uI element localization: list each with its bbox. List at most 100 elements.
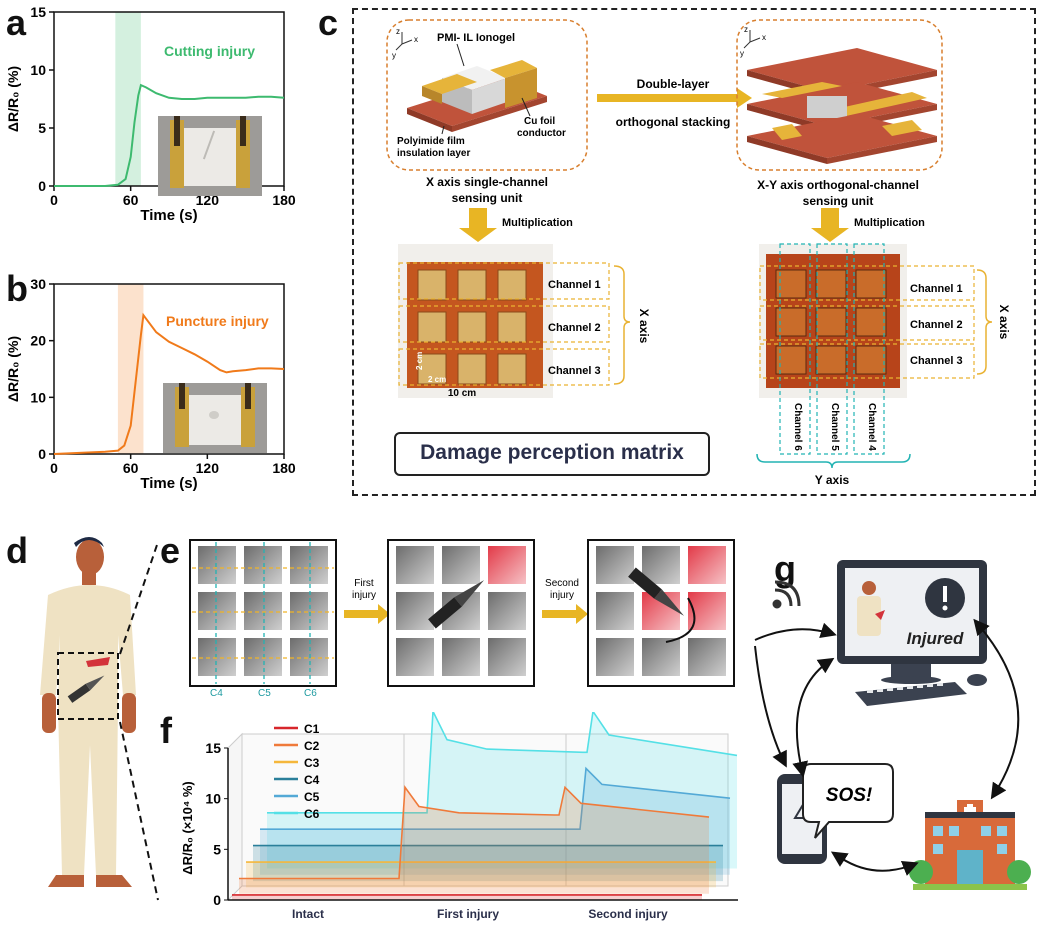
right-channel-1: Channel 1 (910, 283, 963, 295)
multiplication-arrow-left (459, 208, 497, 242)
sensor-cell (775, 269, 807, 299)
top-polyimide (747, 48, 937, 92)
y-axis-label: Y axis (815, 473, 850, 487)
sensor-cell (642, 638, 680, 676)
slash-path-arrow (665, 597, 696, 643)
sensor-cell (596, 638, 634, 676)
x-axis-title: Time (s) (140, 475, 197, 492)
sensor-cell (290, 638, 328, 676)
e-c5: C5 (258, 688, 271, 698)
sensor-cell (417, 353, 447, 385)
mult-label-left: Multiplication (502, 217, 573, 229)
x-tick-label: 120 (196, 460, 220, 476)
series-line-c5 (260, 766, 731, 830)
left-10cm-horizontal: 10 cm (448, 388, 476, 399)
right-channel-3: Channel 3 (910, 355, 963, 367)
sensor-cell (244, 592, 282, 630)
x-tick-label: 180 (272, 460, 296, 476)
injury-type-label: Puncture injury (166, 313, 269, 329)
hospital-icon (909, 800, 1031, 890)
stacking-arrow (597, 88, 752, 108)
first-injury-label-2: injury (352, 590, 376, 601)
x-tick-label: 0 (50, 192, 58, 208)
stack-label-2: orthogonal stacking (616, 115, 731, 129)
zoom-box (57, 652, 119, 720)
response-line (53, 312, 285, 455)
axis-triad-icon (395, 32, 413, 51)
first-injury-label-1: First (354, 578, 374, 589)
y-tick-label: 10 (30, 389, 46, 405)
y-tick-label: 15 (205, 740, 221, 756)
y-tick-label: 15 (30, 4, 46, 20)
sensor-cell (855, 307, 887, 337)
axis-triad-icon-2 (743, 30, 761, 49)
series-line-c2 (239, 785, 710, 880)
sensor-cell (290, 546, 328, 584)
panel-label-a: a (6, 2, 27, 43)
sensor-cell (497, 353, 527, 385)
y-tick-label: 0 (213, 892, 221, 908)
sensor-cell (497, 269, 527, 301)
zoom-lines (119, 541, 159, 901)
axis-x-label-2: x (762, 33, 766, 42)
sensor-cell (244, 638, 282, 676)
y-tick-label: 10 (30, 62, 46, 78)
legend-label-c5: C5 (304, 790, 320, 804)
sensor-cell (596, 592, 634, 630)
series-line-c6 (267, 712, 738, 814)
sensor-cell (815, 269, 847, 299)
right-channel-6: Channel 6 (792, 403, 803, 451)
stack-label-1: Double-layer (637, 77, 710, 91)
series-area-c4 (253, 845, 723, 882)
wound-mark (86, 657, 110, 667)
left-x-axis-label: X axis (637, 309, 651, 344)
xunit-label-1: X axis single-channel (426, 175, 548, 189)
first-injury-arrow (344, 604, 390, 624)
sensor-cell (198, 546, 236, 584)
x-tick-label: 120 (196, 192, 220, 208)
y-axis-title: ΔR/R₀ (%) (5, 336, 21, 402)
panel-label-f: f (160, 710, 172, 751)
e-c6: C6 (304, 688, 317, 698)
xyunit-label-2: sensing unit (803, 194, 874, 208)
second-injury-label-2: injury (550, 590, 574, 601)
right-channel-4: Channel 4 (866, 403, 877, 451)
cutting-sample-photo (158, 116, 262, 196)
cu-foil-right (490, 60, 537, 78)
left-2cm-horizontal: 2 cm (428, 375, 446, 384)
x-tick-label: 60 (123, 192, 139, 208)
knife-icon (67, 675, 105, 703)
sensor-fabrication-diagram: z x y PMI- IL Ionogel Polyimide film ins… (386, 19, 1011, 487)
left-channel-1: Channel 1 (548, 279, 601, 291)
damaged-cell (488, 546, 526, 584)
x-tick-label: 60 (123, 460, 139, 476)
mouse (967, 674, 987, 686)
panel-c-frame (352, 8, 1036, 496)
sensor-cell (396, 546, 434, 584)
left-2cm-vertical: 2 cm (415, 352, 424, 370)
phase-label: First injury (437, 907, 499, 921)
panel-label-g: g (774, 548, 796, 589)
right-x-axis-label: X axis (997, 305, 1011, 340)
injury-sequence-diagram: C1 C2 C3 C4 C5 C6 First injury Second in… (189, 539, 735, 698)
y-tick-label: 20 (30, 333, 46, 349)
sensor-cell (815, 307, 847, 337)
sensor-cell (244, 546, 282, 584)
single-channel-unit-box (386, 19, 588, 171)
polyimide-label-2: insulation layer (397, 148, 470, 159)
multiplication-arrow-right (811, 208, 849, 242)
mult-label-right: Multiplication (854, 217, 925, 229)
sensor-cell (855, 345, 887, 375)
sensor-cell (417, 269, 447, 301)
y-tick-label: 5 (213, 841, 221, 857)
injury-type-label: Cutting injury (164, 43, 255, 59)
xyunit-label-1: X-Y axis orthogonal-channel (757, 178, 919, 192)
panel-label-e: e (160, 530, 181, 571)
injured-label: Injured (907, 629, 964, 648)
left-10cm-vertical: 10 cm (386, 313, 396, 339)
sensor-cell (290, 592, 328, 630)
bottom-polyimide (747, 114, 937, 158)
human-figure (40, 537, 136, 887)
keyboard (855, 682, 967, 706)
